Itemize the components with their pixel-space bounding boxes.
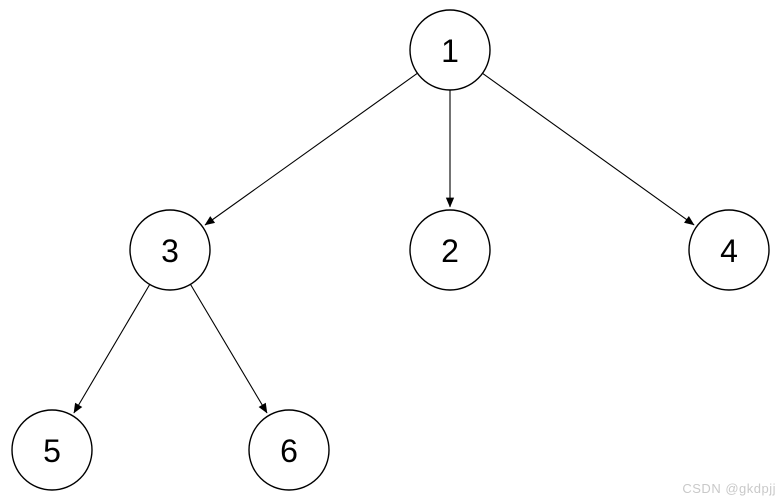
node-circle-2 [409, 209, 491, 291]
node-circle-3 [129, 209, 211, 291]
edge-1-4 [482, 72, 695, 226]
nodes-layer: 1 3 2 4 5 6 [11, 9, 770, 491]
edge-3-5 [73, 284, 151, 414]
node-label-6: 6 [280, 433, 298, 469]
node-label-2: 2 [441, 233, 459, 269]
tree-node-3: 3 [129, 209, 211, 291]
tree-node-4: 4 [688, 209, 770, 291]
edges-layer [73, 72, 695, 414]
tree-node-5: 5 [11, 409, 93, 491]
node-label-3: 3 [161, 233, 179, 269]
watermark: CSDN @gkdpjj [682, 481, 776, 496]
edge-3-6 [190, 284, 268, 414]
node-label-5: 5 [43, 433, 61, 469]
node-circle-4 [688, 209, 770, 291]
node-circle-1 [409, 9, 491, 91]
tree-node-2: 2 [409, 209, 491, 291]
node-circle-5 [11, 409, 93, 491]
edge-1-3 [204, 72, 418, 226]
node-label-4: 4 [720, 233, 738, 269]
tree-node-6: 6 [248, 409, 330, 491]
node-label-1: 1 [441, 33, 459, 69]
node-circle-6 [248, 409, 330, 491]
tree-node-1: 1 [409, 9, 491, 91]
